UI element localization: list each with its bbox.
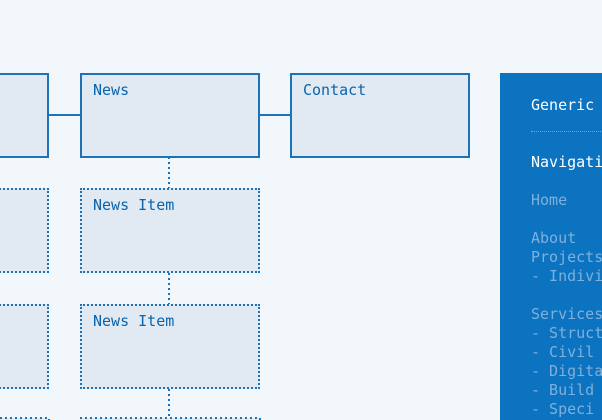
sitemap-node-contact[interactable]: Contact xyxy=(290,73,470,158)
sitemap-child-news-item[interactable]: News Item xyxy=(80,304,260,389)
nav-link-services[interactable]: Services xyxy=(531,305,602,323)
nav-link-building[interactable]: - Build xyxy=(531,381,595,399)
sitemap-node-news[interactable]: News xyxy=(80,73,260,158)
sidebar-title: Generic xyxy=(531,96,595,114)
nav-link-special[interactable]: - Speci xyxy=(531,400,595,418)
node-label: News Item xyxy=(93,196,175,214)
nav-link-individual[interactable]: - Indivi xyxy=(531,267,602,285)
sitemap-child-node-partial[interactable] xyxy=(0,188,49,273)
sidebar-nav-heading: Navigati xyxy=(531,153,602,171)
node-label: News Item xyxy=(93,312,175,330)
nav-link-digital[interactable]: - Digita xyxy=(531,362,602,380)
nav-link-home[interactable]: Home xyxy=(531,191,568,209)
node-label: News xyxy=(93,81,130,99)
sitemap-node-partial[interactable] xyxy=(0,73,49,158)
nav-link-projects[interactable]: Projects xyxy=(531,248,602,266)
nav-link-structural[interactable]: - Struct xyxy=(531,324,602,342)
sitemap-child-news-item[interactable]: News Item xyxy=(80,188,260,273)
node-label: Contact xyxy=(303,81,367,99)
sidebar-panel: Generic Navigati Home About Projects - I… xyxy=(500,73,602,420)
sitemap-child-node-partial[interactable] xyxy=(0,304,49,389)
nav-link-about[interactable]: About xyxy=(531,229,577,247)
nav-link-civil[interactable]: - Civil xyxy=(531,343,595,361)
sidebar-divider xyxy=(531,131,602,132)
